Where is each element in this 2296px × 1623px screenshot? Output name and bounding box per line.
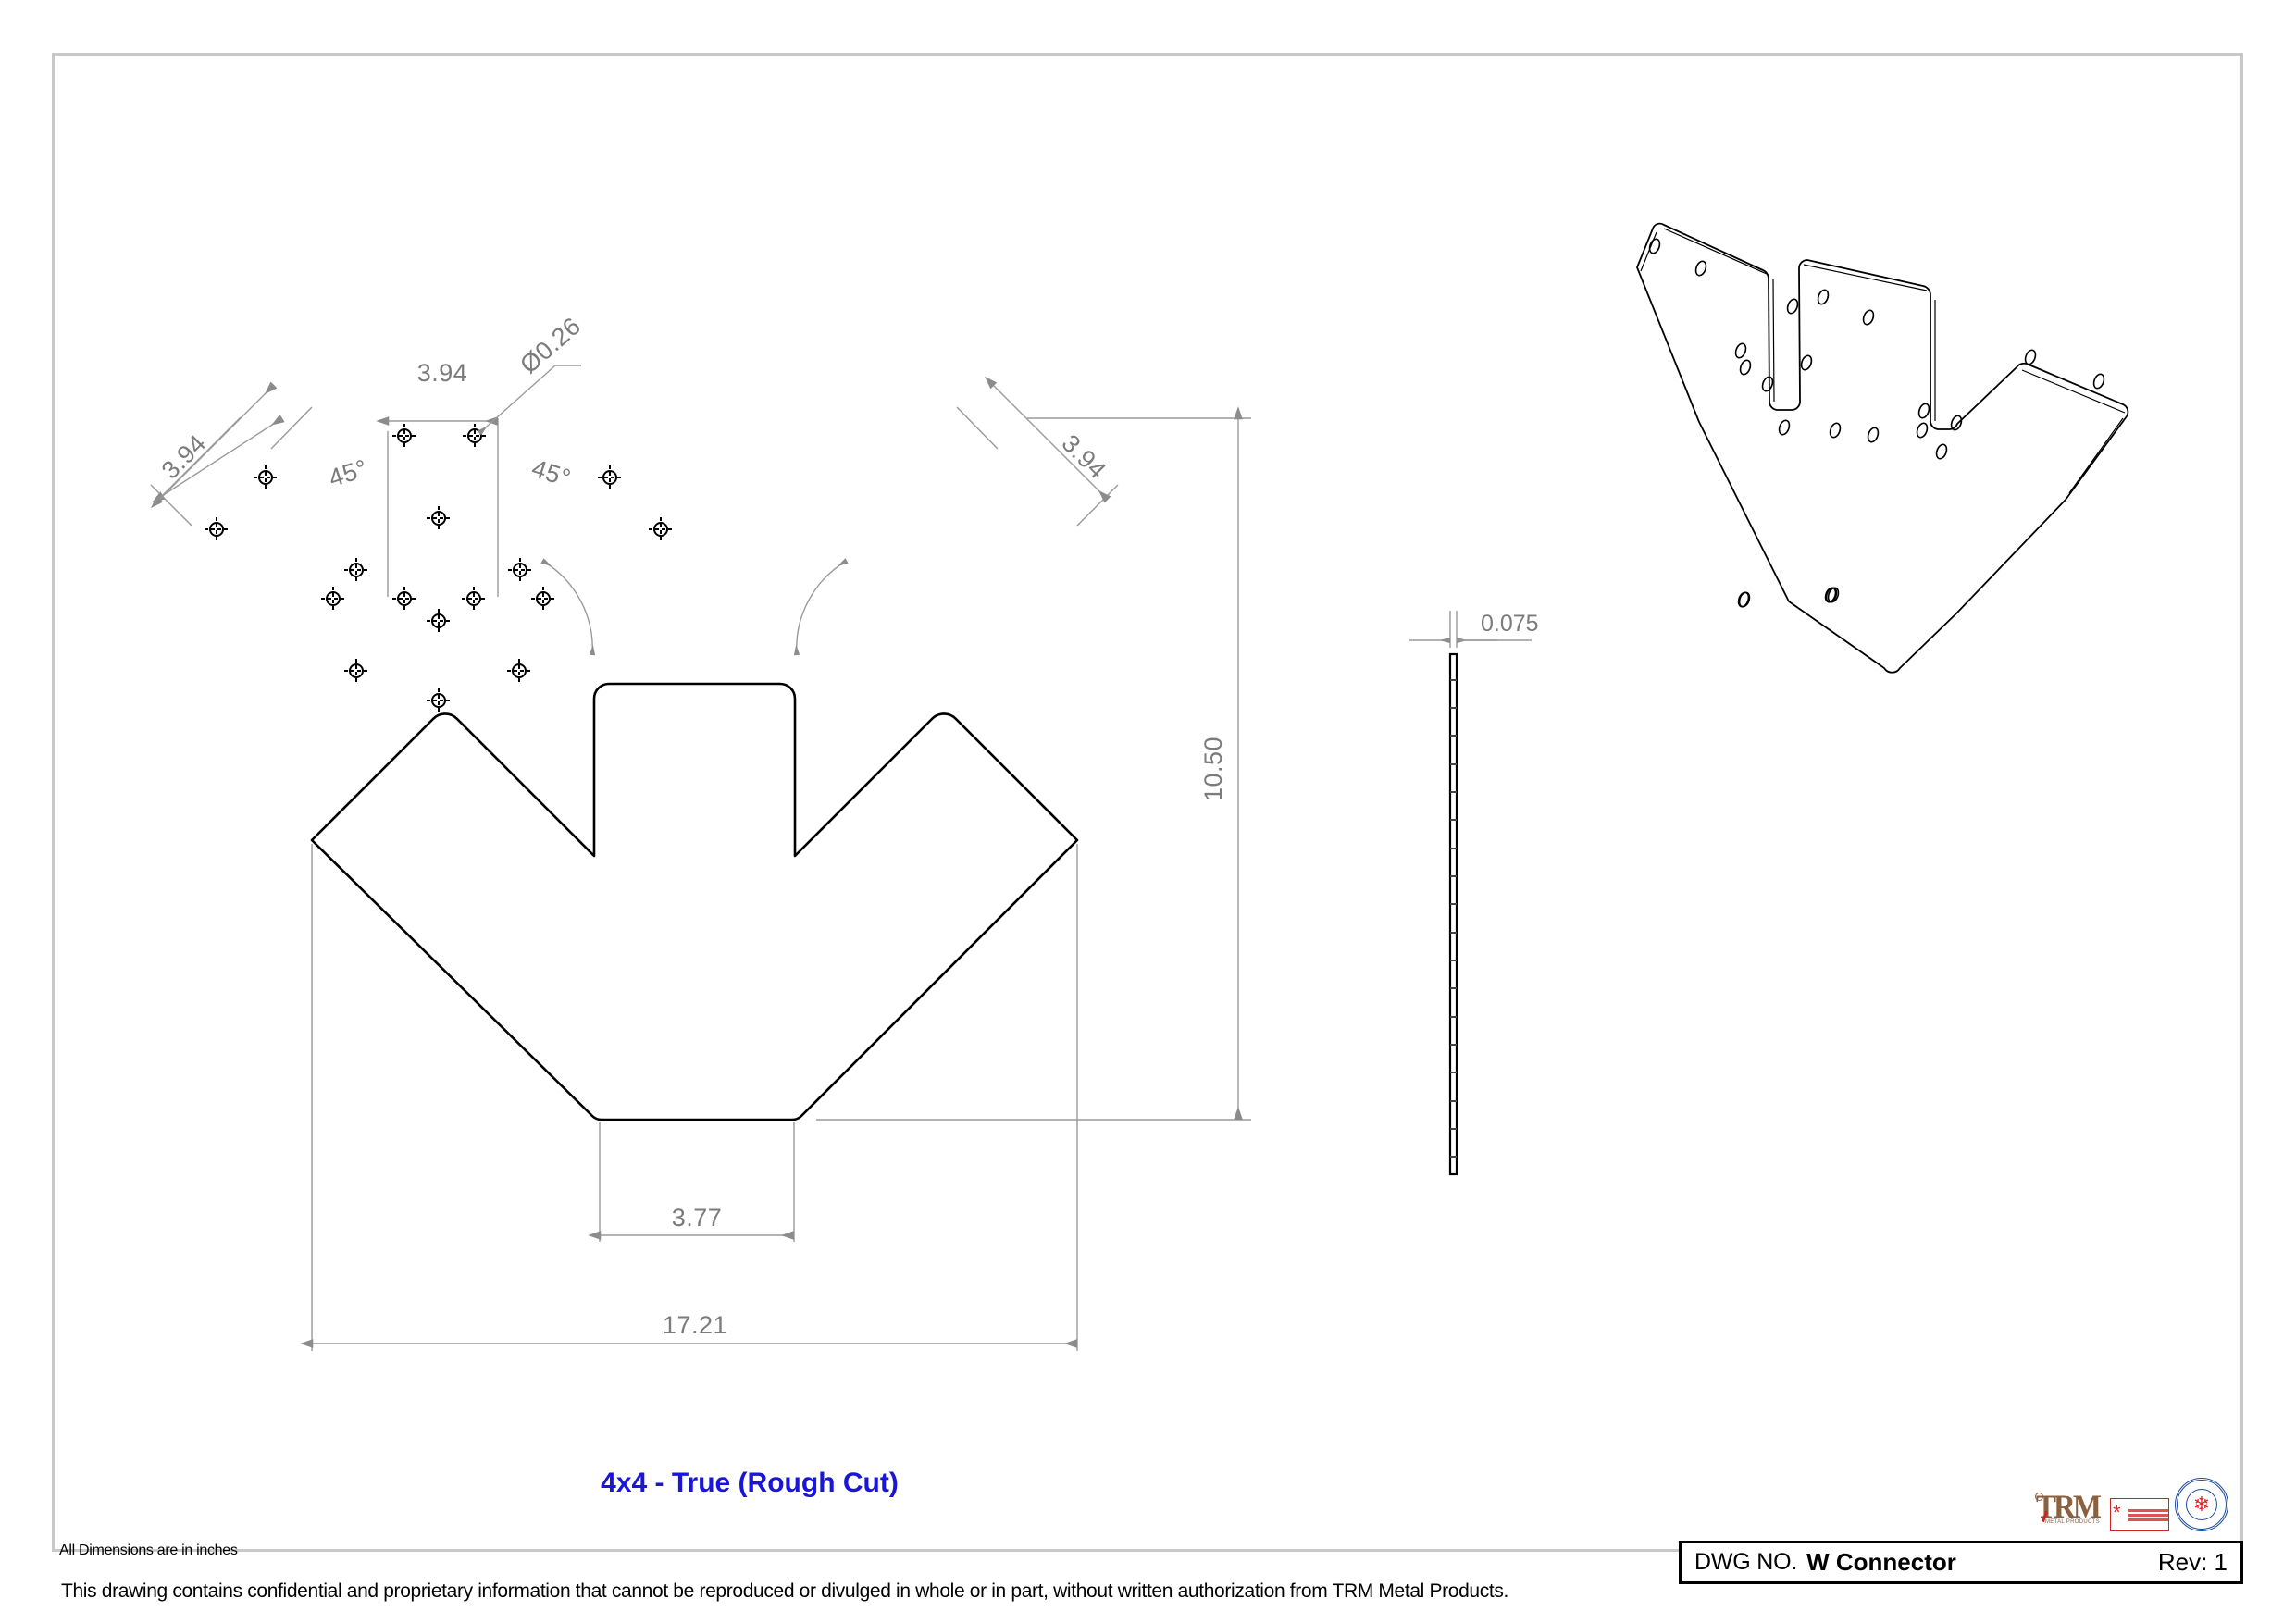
side-view xyxy=(1448,652,1458,1176)
maple-leaf-icon xyxy=(2111,1499,2127,1530)
hole xyxy=(463,424,487,448)
hole xyxy=(462,587,486,611)
dim-thickness-label: 0.075 xyxy=(1481,611,1539,637)
dim-thickness xyxy=(1409,611,1532,648)
hole xyxy=(427,506,451,530)
seal-maple-leaf-icon: ❄ xyxy=(2192,1493,2211,1516)
dim-left-angle-label: 45° xyxy=(325,454,371,493)
trm-logo-subtext: METAL PRODUCTS xyxy=(2045,1519,2100,1525)
hole xyxy=(508,558,532,582)
part-title: 4x4 - True (Rough Cut) xyxy=(601,1468,899,1498)
front-view-outline xyxy=(310,682,1079,1121)
dwg-no-value: W Connector xyxy=(1806,1548,1956,1576)
dim-overall-width-label: 17.21 xyxy=(663,1311,727,1339)
dim-top-width xyxy=(376,416,499,597)
trm-logo-text: TRM xyxy=(2036,1489,2102,1526)
title-block: DWG NO. W Connector Rev: 1 xyxy=(1679,1541,2243,1584)
seal-inner-ring: ❄ xyxy=(2186,1489,2217,1520)
dwg-no-label: DWG NO. xyxy=(1694,1549,1798,1575)
hole xyxy=(427,688,451,712)
flag-badge-text xyxy=(2127,1507,2168,1523)
hole xyxy=(344,659,368,683)
dim-left-arm-label: 3.94 xyxy=(156,429,212,485)
confidential-note: This drawing contains confidential and p… xyxy=(61,1580,1509,1602)
dim-overall-height-label: 10.50 xyxy=(1199,737,1227,801)
dim-bottom-flat xyxy=(588,1122,795,1242)
dim-top-width-label: 3.94 xyxy=(417,359,468,387)
hole xyxy=(598,465,622,489)
dim-overall-width xyxy=(300,844,1078,1351)
hole xyxy=(205,517,229,541)
hole xyxy=(392,587,416,611)
dim-left-arm-group xyxy=(150,381,278,509)
hole xyxy=(344,558,368,582)
hole xyxy=(392,424,416,448)
dim-hole-diameter-label: Ø0.26 xyxy=(515,312,586,379)
isometric-view xyxy=(1636,222,2129,674)
hole xyxy=(254,465,278,489)
hole xyxy=(321,587,345,611)
hole xyxy=(531,587,555,611)
dim-bottom-flat-label: 3.77 xyxy=(672,1204,723,1232)
dim-right-arm-label: 3.94 xyxy=(1056,429,1111,485)
dim-hole-diameter xyxy=(477,365,581,436)
dim-overall-height xyxy=(816,406,1251,1121)
dim-right-angle-label: 45° xyxy=(528,454,575,493)
hole xyxy=(507,659,531,683)
canadian-flag-badge xyxy=(2110,1498,2169,1531)
canadian-made-seal: ❄ xyxy=(2175,1478,2228,1531)
hole xyxy=(649,517,673,541)
trm-logo: TRM METAL PRODUCTS xyxy=(2032,1487,2104,1531)
logo-bar: TRM METAL PRODUCTS ❄ xyxy=(2032,1476,2245,1531)
hole xyxy=(427,609,451,633)
units-note: All Dimensions are in inches xyxy=(59,1542,238,1558)
iso-hole-pattern xyxy=(1648,238,2105,608)
dim-right-arm xyxy=(956,376,1119,527)
drawing-frame xyxy=(52,53,2243,1552)
trm-logo-dot xyxy=(2035,1493,2043,1501)
dim-left-angle xyxy=(540,558,596,656)
revision-value: Rev: 1 xyxy=(2157,1548,2228,1576)
dim-right-angle xyxy=(793,558,849,656)
hole-pattern xyxy=(205,424,673,712)
